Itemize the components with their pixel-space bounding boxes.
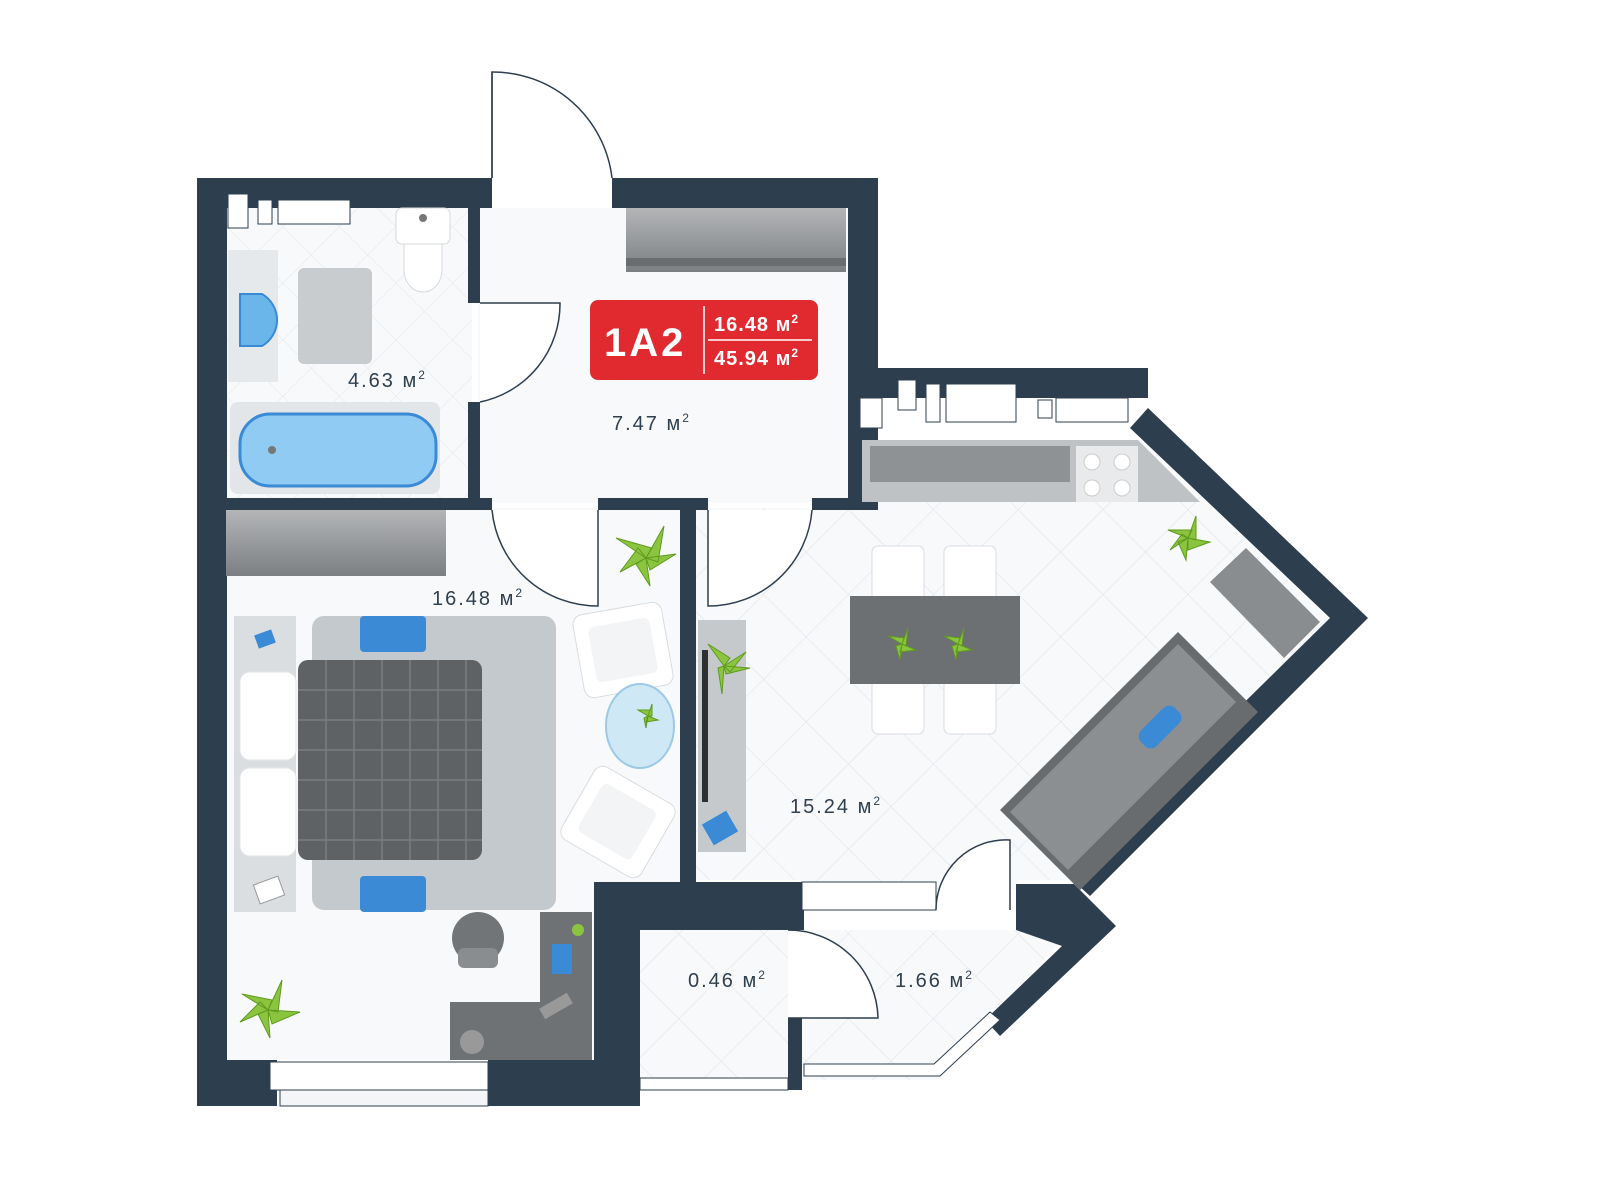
plant-icon xyxy=(615,525,677,587)
hallway-wardrobe xyxy=(626,208,846,272)
keyboard-icon xyxy=(539,992,573,1020)
desk-icon xyxy=(450,912,592,1060)
armchair-icon xyxy=(572,601,674,699)
total-area-value: 45.94 м2 xyxy=(714,346,799,370)
pillow xyxy=(239,671,297,761)
book-icon xyxy=(254,629,276,649)
coffee-table-icon xyxy=(605,683,675,769)
windows xyxy=(227,193,1129,1107)
pillow xyxy=(239,767,297,857)
bench-cushion xyxy=(360,876,426,912)
living-area-value: 16.48 м2 xyxy=(714,312,799,336)
plants xyxy=(239,515,1212,1039)
tv-icon xyxy=(702,650,708,802)
bench-cushion xyxy=(360,616,426,652)
plant-icon xyxy=(887,627,918,661)
hallway-area-label: 7.47 м2 xyxy=(612,411,691,435)
bathroom-area-label: 4.63 м2 xyxy=(348,368,427,392)
sink-icon xyxy=(239,293,279,347)
stove-icon xyxy=(1076,446,1138,502)
dining-table-icon xyxy=(850,545,1020,735)
living-furniture xyxy=(698,440,1320,890)
bathtub-icon xyxy=(230,402,440,494)
apartment-code: 1A2 xyxy=(604,321,686,365)
room-labels: 4.63 м2 7.47 м2 16.48 м2 15.24 м2 0.46 м… xyxy=(348,368,974,992)
plant-icon xyxy=(943,627,974,661)
sideboard xyxy=(1210,548,1320,658)
bed-icon xyxy=(298,660,482,860)
armchair-icon xyxy=(560,765,676,879)
plant-icon xyxy=(239,979,301,1039)
lamp-icon xyxy=(460,1030,484,1054)
notebook-icon xyxy=(252,875,286,905)
plant-icon xyxy=(707,643,751,695)
plant-icon xyxy=(1167,515,1212,562)
living-area-label: 15.24 м2 xyxy=(790,794,882,818)
toilet-icon xyxy=(395,207,451,293)
bathroom-fixtures xyxy=(228,207,451,494)
plant-icon xyxy=(636,703,660,729)
storage-area-label: 0.46 м2 xyxy=(688,968,767,992)
monitor-icon xyxy=(552,944,572,974)
kitchen-counter xyxy=(862,440,1200,502)
bedroom-wardrobe xyxy=(226,510,446,576)
office-chair-icon xyxy=(452,912,504,968)
apartment-badge: 1A2 16.48 м2 45.94 м2 xyxy=(590,300,818,380)
sofa-icon xyxy=(1000,632,1258,890)
bedroom-furniture xyxy=(226,510,676,1060)
balcony-area-label: 1.66 м2 xyxy=(895,968,974,992)
bedroom-area-label: 16.48 м2 xyxy=(432,586,524,610)
doors xyxy=(479,71,1011,1019)
bath-mat xyxy=(298,268,372,364)
plant-icon xyxy=(572,924,584,936)
